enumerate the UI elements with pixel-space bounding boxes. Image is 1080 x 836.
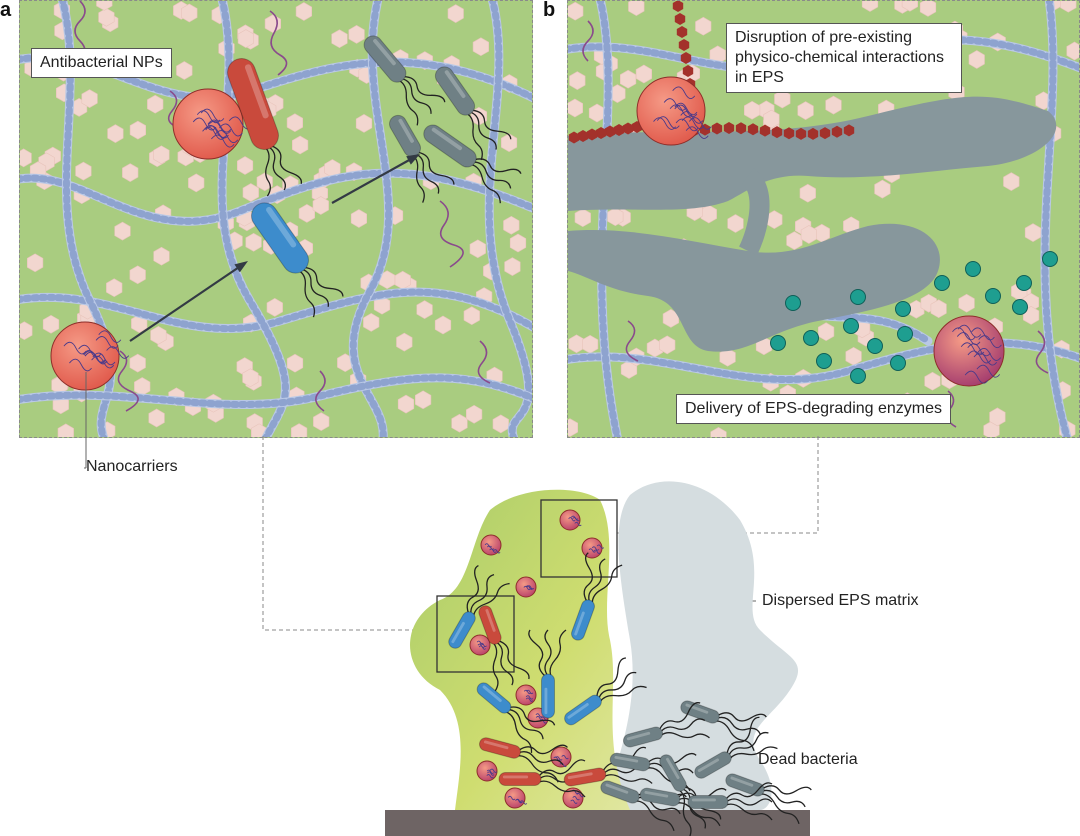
panel-a-letter: a bbox=[0, 0, 12, 21]
zoom-box-b bbox=[540, 499, 618, 578]
dna-strands bbox=[74, 1, 491, 412]
dead-bacterium-8 bbox=[639, 787, 727, 827]
biofilm-nanoparticle-11 bbox=[527, 707, 549, 729]
nanocarriers-label: Nanocarriers bbox=[86, 458, 178, 475]
nanocarrier-particle bbox=[50, 321, 130, 391]
dead-bacterium-4 bbox=[659, 754, 722, 836]
biofilm-blue-bacterium-4 bbox=[476, 682, 556, 753]
grey-bacterium-1 bbox=[363, 35, 446, 126]
dispersed-eps-matrix-label: Dispersed EPS matrix bbox=[762, 592, 919, 609]
disruption-label: Disruption of pre-existing physico-chemi… bbox=[726, 23, 962, 93]
grey-bacterium-3 bbox=[389, 114, 455, 203]
delivery-enzymes-label: Delivery of EPS-degrading enzymes bbox=[676, 394, 952, 424]
polysaccharide-hexagons bbox=[20, 1, 527, 437]
antibacterial-nps-label: Antibacterial NPs bbox=[31, 48, 172, 78]
grey-bacterium-2 bbox=[434, 66, 512, 161]
dead-bacterium-6 bbox=[725, 773, 812, 825]
red-bacterium bbox=[227, 58, 303, 197]
arrow-nanocarrier-to-bacterium bbox=[129, 261, 248, 342]
biofilm-red-bacterium-2 bbox=[478, 737, 568, 783]
zoom-box-a bbox=[436, 595, 515, 673]
leader-panel-b bbox=[617, 436, 819, 534]
biofilm-blue-bacterium-3 bbox=[528, 629, 567, 719]
biofilm-red-bacterium-3 bbox=[498, 759, 586, 798]
biofilm-nanoparticle-9 bbox=[562, 787, 584, 809]
eps-disrupting-nanoparticle bbox=[636, 76, 712, 146]
panel-b-letter: b bbox=[543, 0, 556, 21]
substrate-surface bbox=[385, 810, 810, 836]
biofilm-nanoparticle-5 bbox=[469, 634, 491, 656]
dead-bacterium-1 bbox=[680, 700, 767, 752]
biofilm-nanoparticle-8 bbox=[550, 746, 572, 768]
enzyme-carrier-nanoparticle bbox=[933, 315, 1005, 387]
biofilm-nanoparticle-4 bbox=[515, 576, 537, 598]
dead-bacteria-label: Dead bacteria bbox=[758, 751, 858, 768]
dead-bacterium-9 bbox=[687, 782, 773, 821]
dead-bacterium-3 bbox=[609, 752, 697, 792]
biofilm-blue-bacterium-1 bbox=[448, 564, 510, 649]
biofilm-nanoparticle-3 bbox=[581, 537, 605, 559]
arrow-bacterium-to-dead bbox=[331, 154, 420, 204]
dead-bacterium-2 bbox=[622, 702, 710, 748]
biofilm-nanoparticle-10 bbox=[504, 787, 528, 809]
biofilm-blue-bacterium-2 bbox=[571, 552, 623, 641]
grey-bacterium-4 bbox=[423, 124, 522, 204]
biofilm-nanoparticle-2 bbox=[559, 509, 582, 531]
biofilm-red-bacterium-4 bbox=[563, 746, 653, 787]
biofilm-nanoparticle-6 bbox=[515, 684, 537, 706]
dead-bacterium-7 bbox=[600, 780, 687, 832]
green-biofilm bbox=[410, 489, 630, 810]
blue-bacterium bbox=[251, 202, 344, 318]
biofilm-red-bacterium-1 bbox=[478, 605, 530, 692]
antibacterial-nanoparticle bbox=[172, 88, 253, 160]
biofilm-nanoparticle-1 bbox=[480, 534, 502, 556]
biofilm-nanoparticle-7 bbox=[476, 760, 498, 782]
disrupted-eps-blob bbox=[568, 96, 1057, 352]
biofilm-blue-bacterium-5 bbox=[564, 657, 647, 726]
eps-degrading-enzymes bbox=[770, 251, 1058, 384]
leader-panel-a bbox=[262, 436, 437, 631]
